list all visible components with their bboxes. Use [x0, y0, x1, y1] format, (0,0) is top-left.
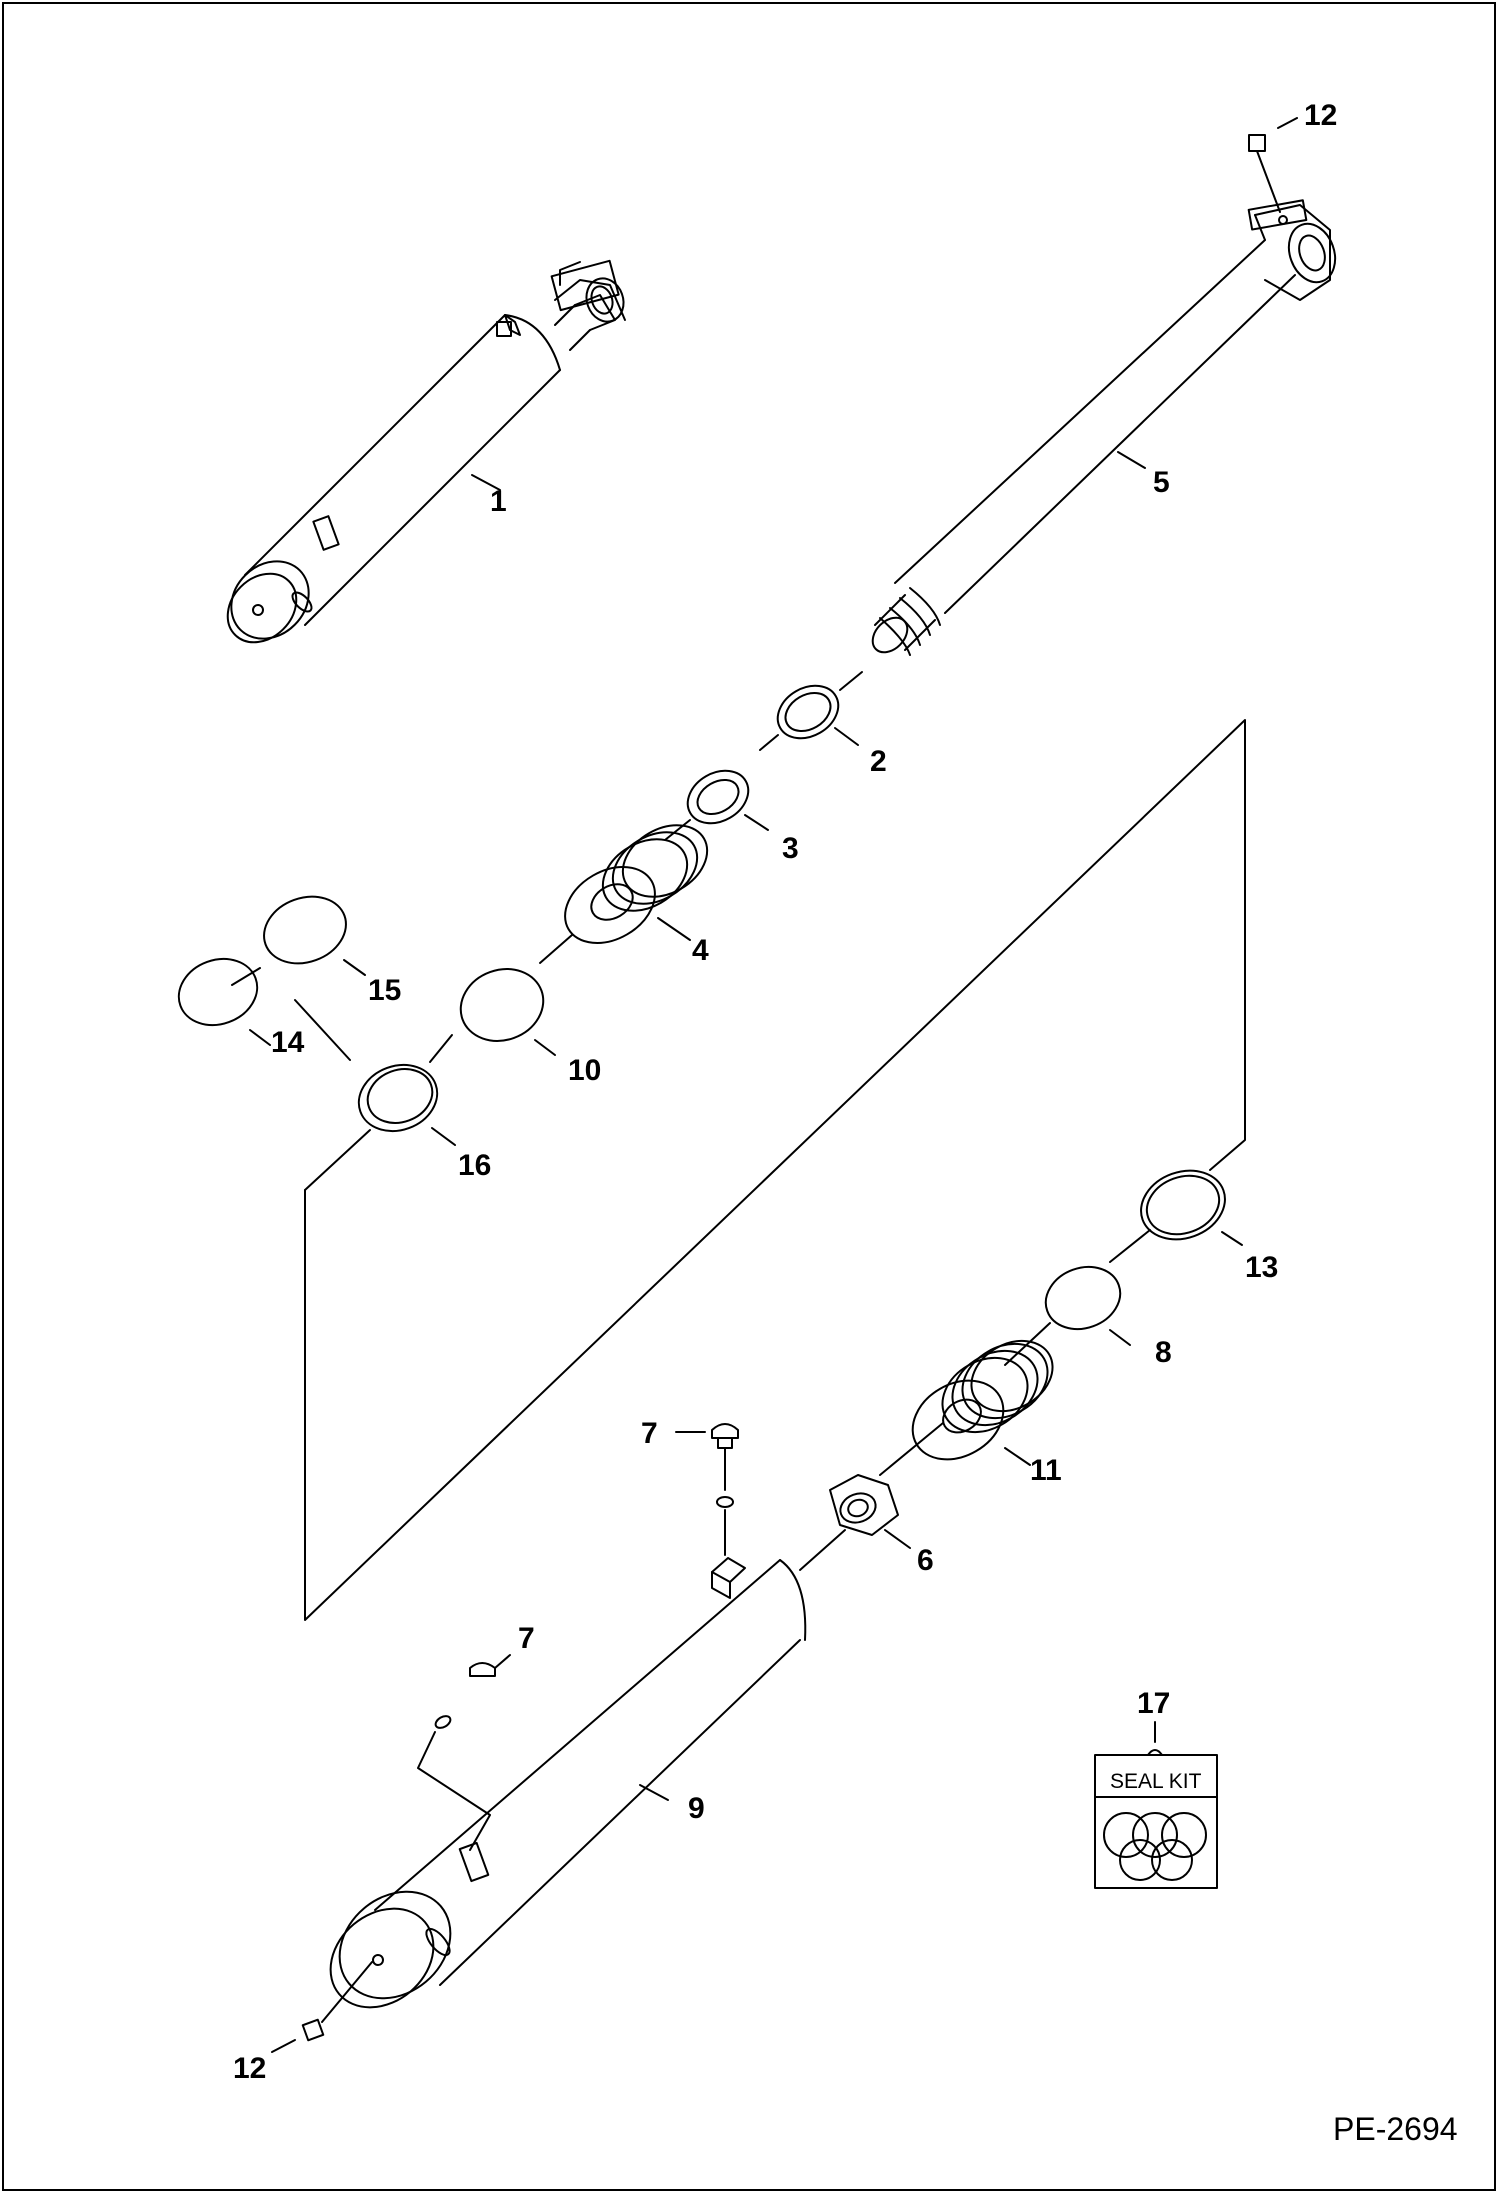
seal-kit-label: SEAL KIT	[1110, 1770, 1202, 1793]
part-3-seal	[664, 769, 769, 841]
part-6-nut	[799, 1474, 911, 1571]
callout-17: 17	[1137, 1687, 1170, 1720]
callout-7-top: 7	[641, 1417, 658, 1450]
part-10-ring	[429, 968, 556, 1063]
part-12-grease-fitting-top	[1248, 117, 1298, 213]
callout-3: 3	[782, 832, 799, 865]
callout-15: 15	[368, 974, 401, 1007]
part-8-ring	[1004, 1265, 1131, 1366]
callout-12-top: 12	[1304, 99, 1337, 132]
part-13-ring	[1109, 1169, 1243, 1263]
callout-16: 16	[458, 1149, 491, 1182]
assembly-leader-lines	[304, 719, 1246, 1621]
callout-12-bottom: 12	[233, 2052, 266, 2085]
callout-5: 5	[1153, 466, 1170, 499]
part-15-ring	[231, 895, 366, 986]
part-14-ring	[177, 957, 351, 1061]
callout-8: 8	[1155, 1336, 1172, 1369]
part-4-gland	[539, 824, 709, 964]
callout-4: 4	[692, 934, 709, 967]
callout-14: 14	[271, 1026, 305, 1059]
callout-10: 10	[568, 1054, 601, 1087]
drawing-reference: PE-2694	[1333, 2111, 1458, 2147]
part-5-rod	[871, 199, 1337, 656]
part-17-seal-kit	[1094, 1721, 1218, 1889]
part-9-barrel	[329, 1557, 807, 2009]
callout-13: 13	[1245, 1251, 1278, 1284]
callout-7-lower: 7	[518, 1622, 535, 1655]
part-7-fitting-top	[675, 1423, 739, 1556]
part-12-grease-fitting-bottom	[271, 1961, 373, 2053]
callout-2: 2	[870, 745, 887, 778]
part-1-cylinder-assembly	[226, 259, 626, 644]
callout-11: 11	[1030, 1454, 1062, 1487]
part-11-piston	[879, 1339, 1054, 1476]
callout-6: 6	[917, 1544, 934, 1577]
callout-1: 1	[490, 485, 507, 518]
part-16-ring	[304, 1063, 456, 1191]
callout-9: 9	[688, 1792, 705, 1825]
part-2-seal	[759, 671, 863, 751]
part-7-fitting-lower	[417, 1654, 511, 1851]
